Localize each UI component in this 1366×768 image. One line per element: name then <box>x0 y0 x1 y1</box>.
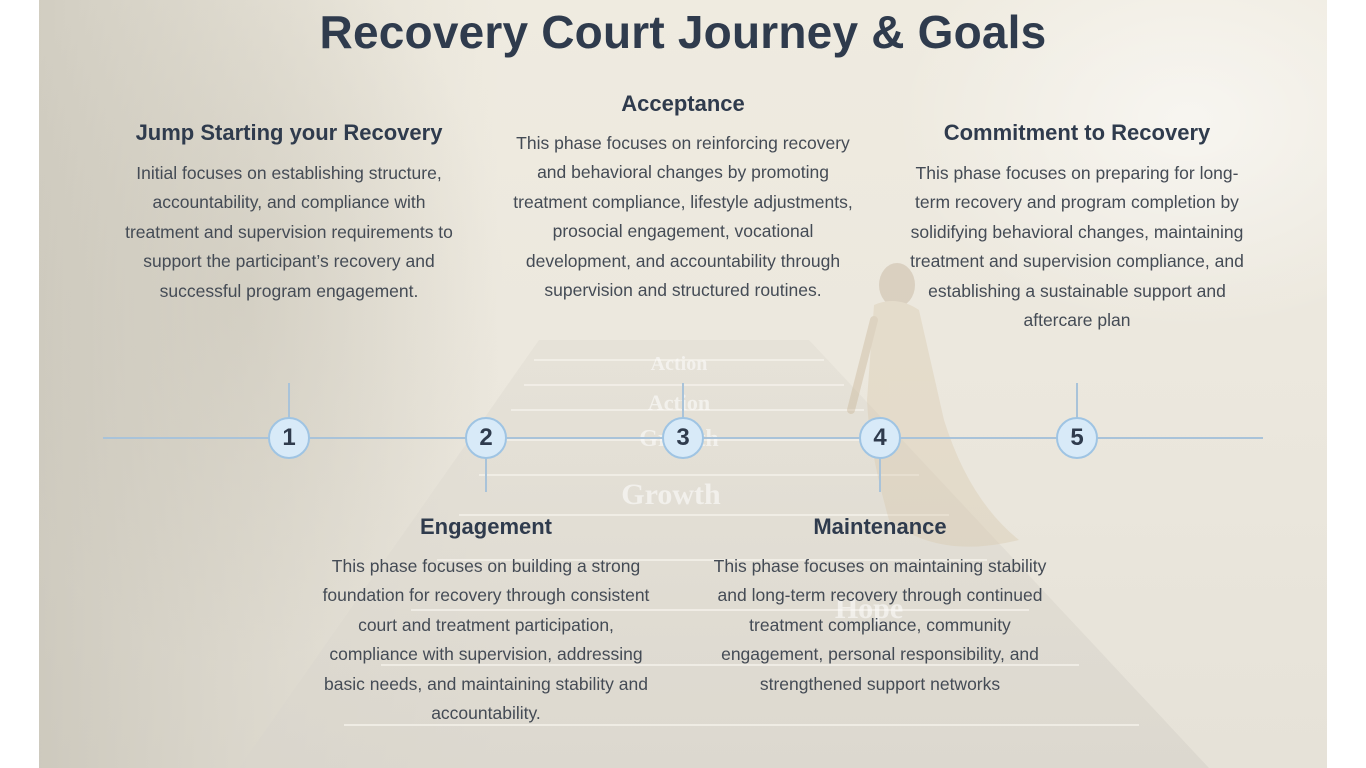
staircase-background-image: Action Action Growth Growth Hope <box>39 0 1209 768</box>
phase-node-5 <box>1056 417 1098 459</box>
walking-figure <box>847 263 1019 547</box>
stair-word: Action <box>651 353 708 375</box>
phase-number-3: 3 <box>676 424 690 451</box>
phase-heading-3: Acceptance <box>621 91 745 116</box>
phase-number-4: 4 <box>873 424 887 451</box>
phase-node-4 <box>859 417 901 459</box>
phase-description-2: This phase focuses on building a strong … <box>322 556 650 724</box>
phase-node-1 <box>268 417 310 459</box>
stair-word: Growth <box>621 478 721 511</box>
phase-number-5: 5 <box>1070 424 1084 451</box>
timeline-diagram <box>103 383 1263 492</box>
phase-heading-4: Maintenance <box>813 514 947 539</box>
phase-number-2: 2 <box>479 424 493 451</box>
phase-description-5: This phase focuses on preparing for long… <box>910 163 1244 331</box>
slide: Action Action Growth Growth Hope Recover… <box>39 0 1327 768</box>
phase-description-1: Initial focuses on establishing structur… <box>125 163 453 301</box>
phase-heading-5: Commitment to Recovery <box>943 120 1211 145</box>
phase-description-4: This phase focuses on maintaining stabil… <box>713 556 1047 694</box>
phase-heading-1: Jump Starting your Recovery <box>135 120 443 145</box>
stair-word: Action <box>648 390 710 415</box>
phase-node-2 <box>465 417 507 459</box>
phase-number-1: 1 <box>282 424 296 451</box>
page-title: Recovery Court Journey & Goals <box>319 6 1047 58</box>
stair-steps <box>344 359 1139 726</box>
stair-word: Hope <box>835 592 903 625</box>
phase-heading-2: Engagement <box>419 514 553 539</box>
phase-node-3 <box>662 417 704 459</box>
phase-description-3: This phase focuses on reinforcing recove… <box>513 133 853 301</box>
